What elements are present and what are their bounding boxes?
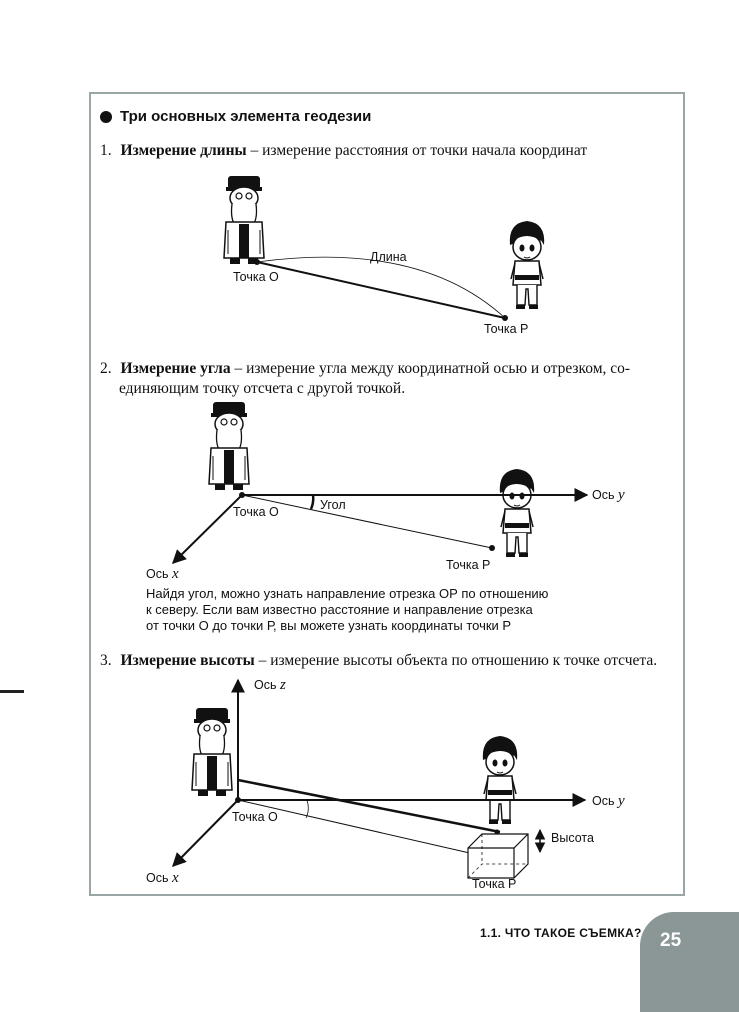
- point-o-dot: [235, 797, 241, 803]
- figure-length: [223, 175, 545, 321]
- item-term: Измерение высоты: [120, 652, 255, 669]
- boy-illustration: [509, 220, 545, 310]
- point-o-label: Точка О: [233, 270, 279, 284]
- bullet-icon: [100, 110, 112, 123]
- point-o-label: Точка О: [233, 505, 279, 519]
- point-o-dot: [239, 492, 245, 498]
- length-arc: [256, 256, 506, 319]
- page-number: 25: [660, 930, 682, 951]
- height-box: [467, 833, 529, 879]
- point-p-label: Точка Р: [484, 322, 529, 336]
- old-man-illustration: [208, 401, 250, 491]
- item-description-cont: единяющим точку отсчета с другой точкой.: [119, 380, 406, 397]
- figure-angle: [172, 401, 589, 564]
- section-title-text: Три основных элемента геодезии: [120, 108, 372, 125]
- point-p-label: Точка Р: [446, 558, 491, 572]
- item-description: – измерение угла между координатной осью…: [230, 360, 631, 377]
- line-of-sight: [237, 778, 501, 834]
- page-tab: [640, 912, 739, 1012]
- item-description: – измерение высоты объекта по отношению …: [254, 652, 658, 669]
- page-edge-mark: [0, 690, 24, 693]
- item-angle-cont: единяющим точку отсчета с другой точкой.: [119, 378, 405, 400]
- height-label: Высота: [551, 831, 594, 845]
- axis-x-label: Ось x: [146, 566, 179, 582]
- axis-x-label: Ось x: [146, 870, 179, 886]
- angle-arc: [305, 799, 309, 819]
- top-point-dot: [494, 829, 500, 835]
- axis-y-label: Ось y: [592, 793, 625, 809]
- old-man-illustration: [191, 707, 233, 797]
- point-o-dot: [254, 259, 260, 265]
- item-term: Измерение угла: [120, 360, 231, 377]
- item-number: 3.: [100, 652, 112, 669]
- boy-illustration: [499, 468, 535, 558]
- item-description: – измерение расстояния от точки начала к…: [246, 142, 588, 159]
- angle-arc: [309, 494, 315, 510]
- item-number: 1.: [100, 142, 112, 159]
- axis-x-line: [172, 494, 243, 564]
- old-man-illustration: [223, 175, 265, 265]
- point-p-dot: [489, 545, 495, 551]
- point-o-label: Точка О: [232, 810, 278, 824]
- content-frame: [89, 92, 685, 896]
- item-angle: 2. Измерение угла – измерение угла между…: [100, 358, 630, 380]
- item-number: 2.: [100, 360, 112, 377]
- ground-segment: [237, 799, 475, 855]
- axis-z-label: Ось z: [254, 677, 286, 693]
- item-term: Измерение длины: [120, 142, 247, 159]
- length-label: Длина: [370, 250, 407, 264]
- section-title: Три основных элемента геодезии: [100, 108, 371, 125]
- axis-x-line: [172, 799, 239, 867]
- chapter-title: 1.1. ЧТО ТАКОЕ СЪЕМКА?: [480, 926, 642, 940]
- axis-y-label: Ось y: [592, 487, 625, 503]
- length-segment: [256, 261, 506, 319]
- point-p-label: Точка Р: [472, 877, 517, 891]
- angle-explanation: Найдя угол, можно узнать направление отр…: [146, 586, 596, 634]
- item-length: 1. Измерение длины – измерение расстояни…: [100, 140, 587, 162]
- paragraph-line: к северу. Если вам известно расстояние и…: [146, 602, 533, 617]
- op-segment: [241, 494, 493, 549]
- angle-label: Угол: [320, 498, 346, 512]
- boy-illustration: [482, 735, 518, 825]
- paragraph-line: от точки О до точки Р, вы можете узнать …: [146, 618, 512, 633]
- item-height: 3. Измерение высоты – измерение высоты о…: [100, 650, 657, 672]
- paragraph-line: Найдя угол, можно узнать направление отр…: [146, 586, 549, 601]
- figure-height: [172, 678, 587, 879]
- point-p-dot: [502, 315, 508, 321]
